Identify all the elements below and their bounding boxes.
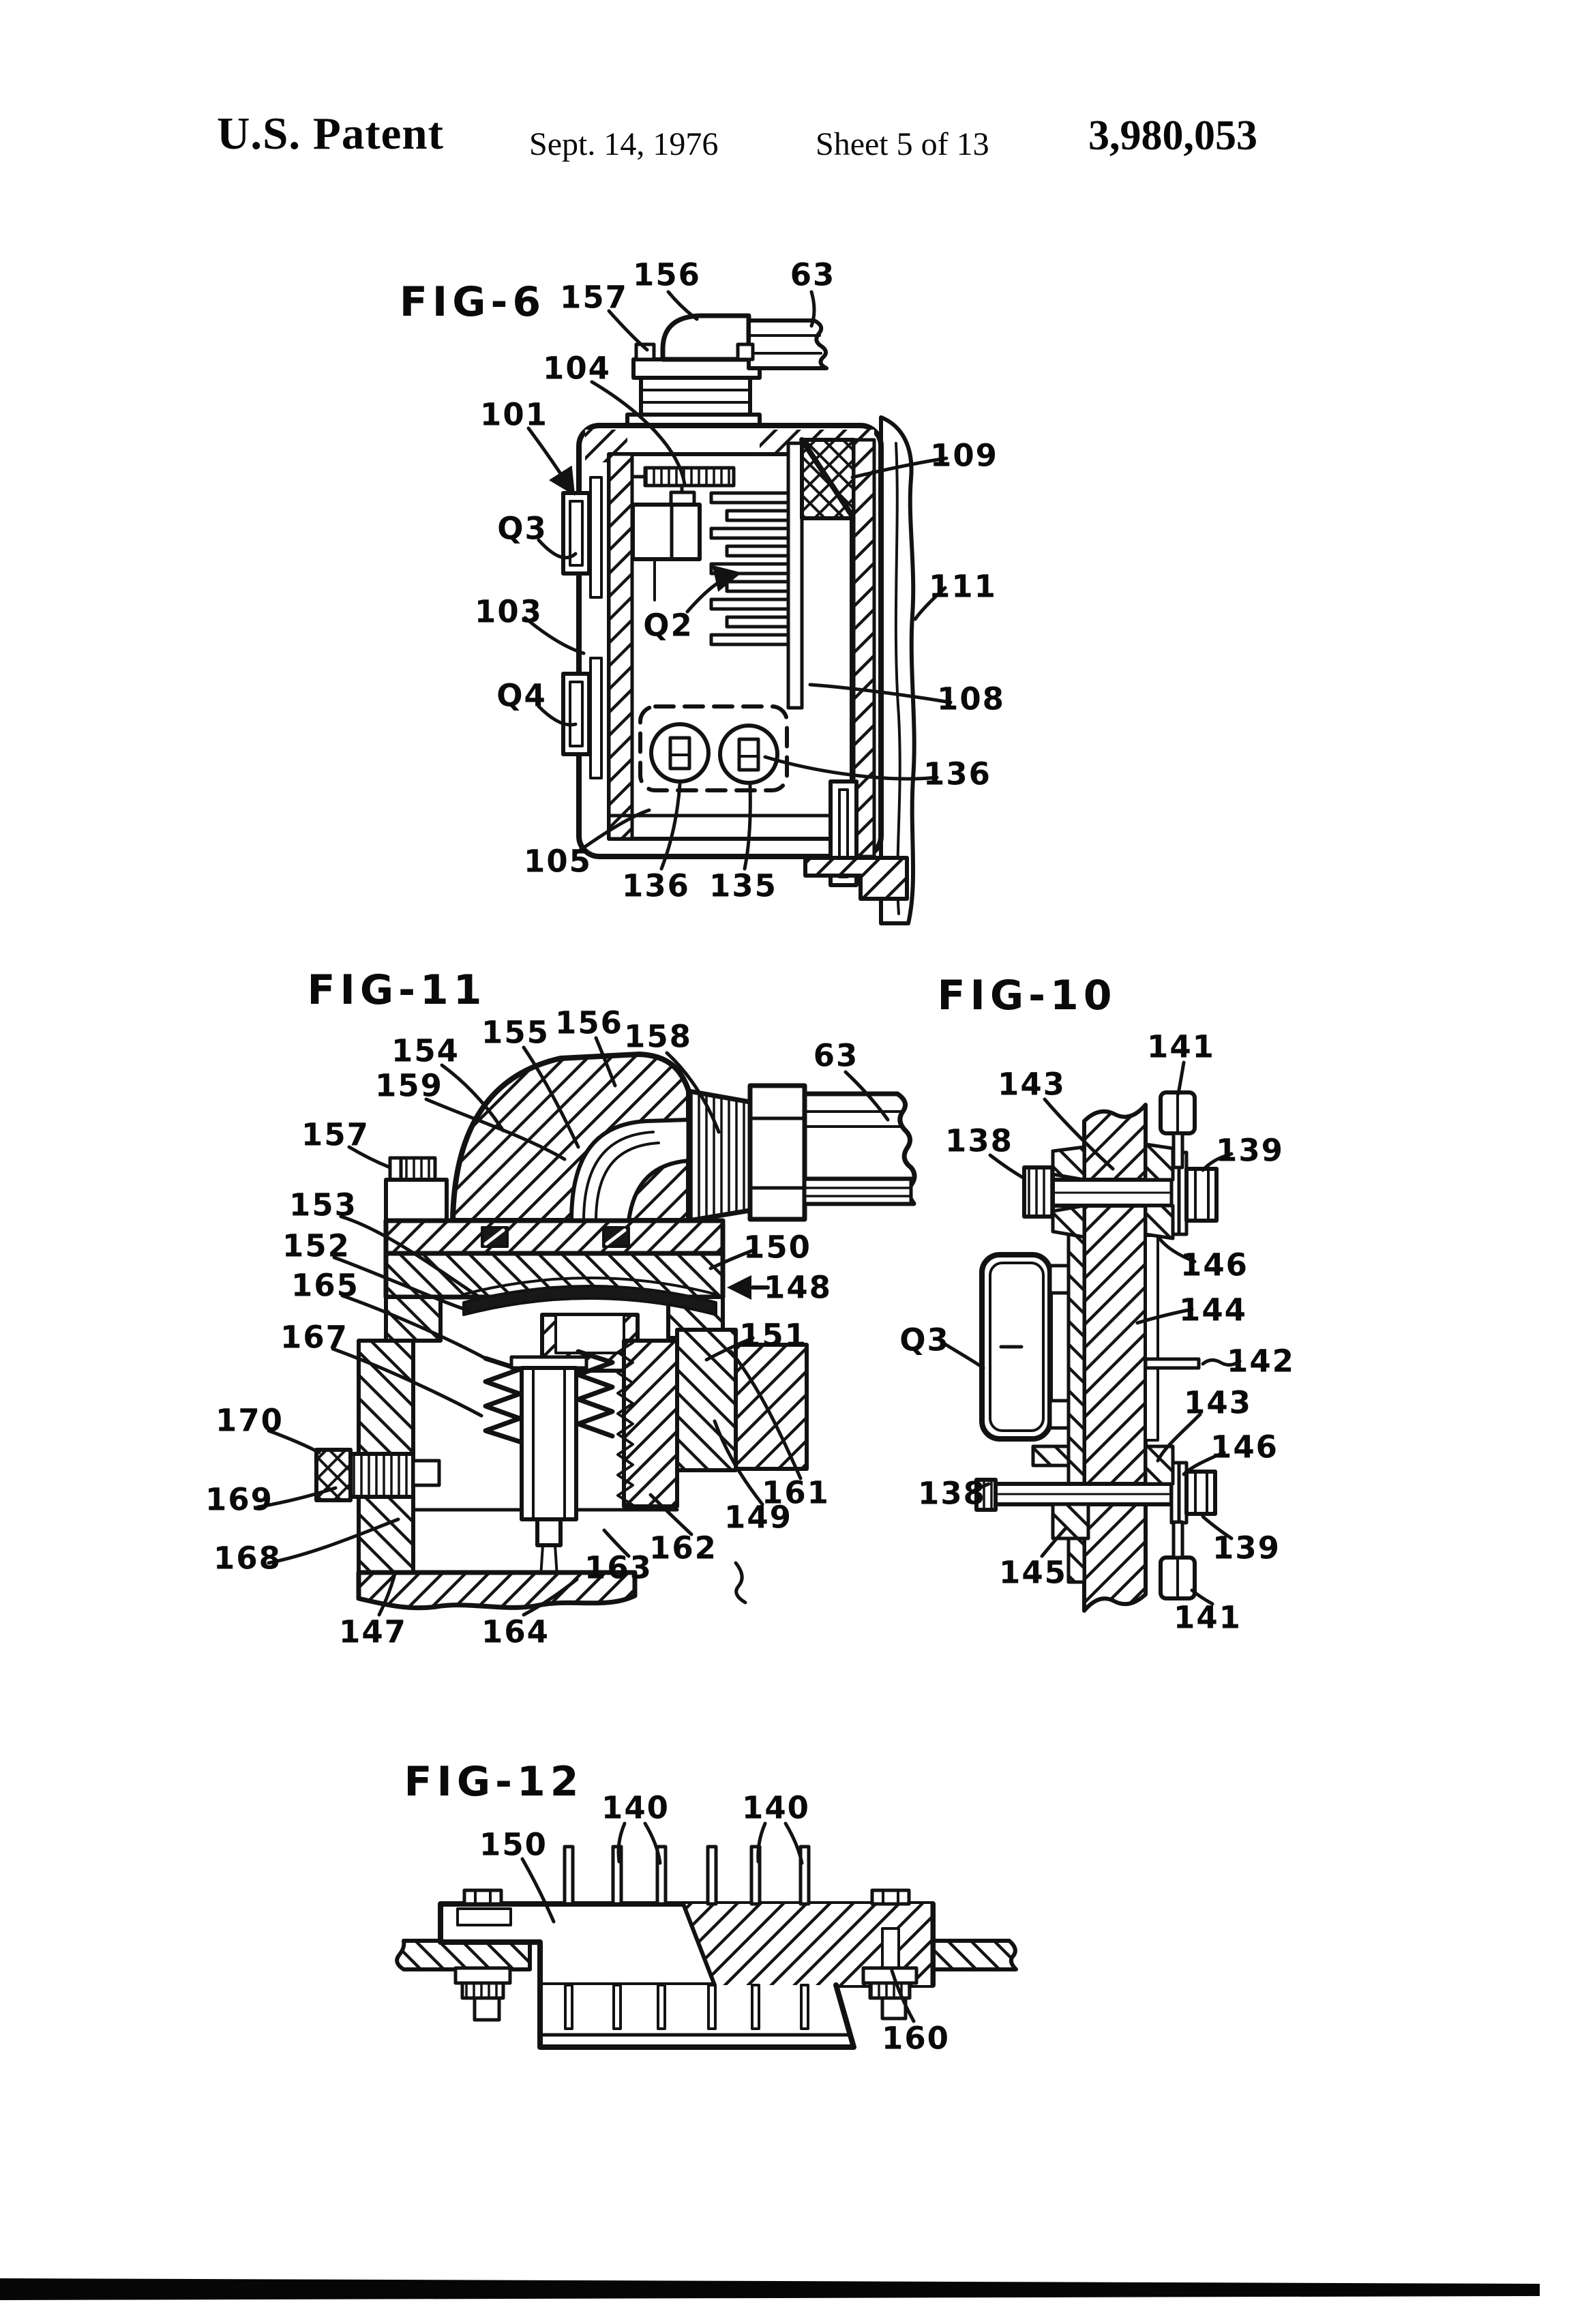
ref-numeral-fig6-101: 101 [480, 396, 548, 433]
ref-numeral-fig11-161: 161 [762, 1474, 830, 1511]
ref-numeral-fig10-143: 143 [998, 1066, 1066, 1103]
ref-numeral-fig11-157: 157 [301, 1116, 370, 1153]
ref-numeral-fig11-153: 153 [289, 1187, 357, 1223]
ref-numeral-fig10-146: 146 [1180, 1247, 1249, 1283]
ref-numeral-fig10-146: 146 [1210, 1429, 1279, 1465]
ref-numeral-fig10-141: 141 [1147, 1028, 1215, 1065]
ref-numeral-fig6-105: 105 [524, 843, 592, 880]
ref-numeral-fig11-150: 150 [743, 1229, 811, 1266]
ref-numeral-fig6-63: 63 [790, 256, 836, 293]
ref-numeral-fig11-165: 165 [291, 1267, 359, 1304]
ref-numeral-fig10-145: 145 [999, 1554, 1067, 1591]
ref-numeral-fig10-142: 142 [1227, 1343, 1295, 1380]
ref-numeral-fig11-167: 167 [280, 1319, 348, 1356]
figure-title-fig6: FIG-6 [399, 278, 546, 326]
figure-title-fig12: FIG-12 [404, 1758, 584, 1806]
ref-numeral-fig11-147: 147 [339, 1613, 407, 1650]
ref-numeral-fig11-155: 155 [481, 1014, 550, 1051]
ref-numeral-fig6-108: 108 [937, 681, 1005, 717]
patent-header-sheet: Sheet 5 of 13 [816, 126, 989, 162]
figure-title-fig10: FIG-10 [937, 972, 1117, 1019]
ref-numeral-fig11-163: 163 [584, 1549, 653, 1586]
ref-numeral-fig11-168: 168 [213, 1540, 282, 1577]
ref-numeral-fig10-138: 138 [945, 1122, 1013, 1159]
ref-numeral-fig10-q3: Q3 [899, 1322, 950, 1358]
ref-numeral-fig6-q2: Q2 [643, 607, 693, 644]
ref-numeral-fig6-q4: Q4 [496, 677, 547, 714]
ref-numeral-fig11-148: 148 [764, 1269, 832, 1306]
ref-numeral-fig11-170: 170 [215, 1402, 284, 1439]
patent-header-date: Sept. 14, 1976 [529, 126, 719, 162]
ref-numeral-fig10-138: 138 [918, 1475, 986, 1512]
ref-numeral-fig6-103: 103 [475, 593, 543, 630]
ref-numeral-fig10-139: 139 [1212, 1530, 1281, 1566]
ref-numeral-fig11-162: 162 [649, 1530, 717, 1566]
ref-numeral-fig12-150: 150 [479, 1826, 548, 1863]
ref-numeral-fig11-169: 169 [205, 1481, 273, 1518]
ref-numeral-fig6-104: 104 [543, 350, 611, 387]
ref-numeral-fig10-141: 141 [1174, 1599, 1242, 1636]
ref-numeral-fig11-152: 152 [282, 1227, 350, 1264]
ref-numeral-fig6-156: 156 [633, 256, 701, 293]
scan-artifact-bar [0, 2278, 1540, 2300]
ref-numeral-fig6-q3: Q3 [497, 510, 548, 547]
ref-numeral-fig11-164: 164 [481, 1613, 550, 1650]
fig12-drawing [395, 1821, 1018, 2050]
ref-numeral-fig6-157: 157 [560, 279, 628, 316]
figure-title-fig11: FIG-11 [307, 966, 487, 1014]
fig6-drawing [523, 290, 953, 925]
ref-numeral-fig11-156: 156 [555, 1004, 623, 1041]
ref-numeral-fig11-159: 159 [375, 1067, 443, 1104]
ref-numeral-fig11-63: 63 [813, 1037, 859, 1074]
ref-numeral-fig6-135: 135 [709, 867, 777, 904]
fig10-drawing [942, 1060, 1242, 1613]
ref-numeral-fig11-149: 149 [724, 1499, 792, 1536]
ref-numeral-fig6-109: 109 [930, 437, 998, 474]
ref-numeral-fig6-136: 136 [622, 867, 690, 904]
ref-numeral-fig6-136: 136 [923, 756, 991, 792]
ref-numeral-fig12-140: 140 [742, 1789, 810, 1826]
patent-header-number: 3,980,053 [1088, 113, 1257, 159]
ref-numeral-fig10-139: 139 [1216, 1132, 1284, 1169]
ref-numeral-fig11-154: 154 [391, 1032, 460, 1069]
fig11-drawing [256, 1036, 917, 1617]
patent-header-title: U.S. Patent [217, 108, 444, 159]
ref-numeral-fig12-140: 140 [601, 1789, 670, 1826]
ref-numeral-fig11-158: 158 [624, 1018, 692, 1055]
ref-numeral-fig11-151: 151 [739, 1317, 807, 1354]
ref-numeral-fig10-144: 144 [1179, 1292, 1247, 1328]
ref-numeral-fig6-111: 111 [929, 568, 997, 605]
ref-numeral-fig10-143: 143 [1184, 1384, 1252, 1421]
ref-numeral-fig12-160: 160 [882, 2020, 950, 2057]
